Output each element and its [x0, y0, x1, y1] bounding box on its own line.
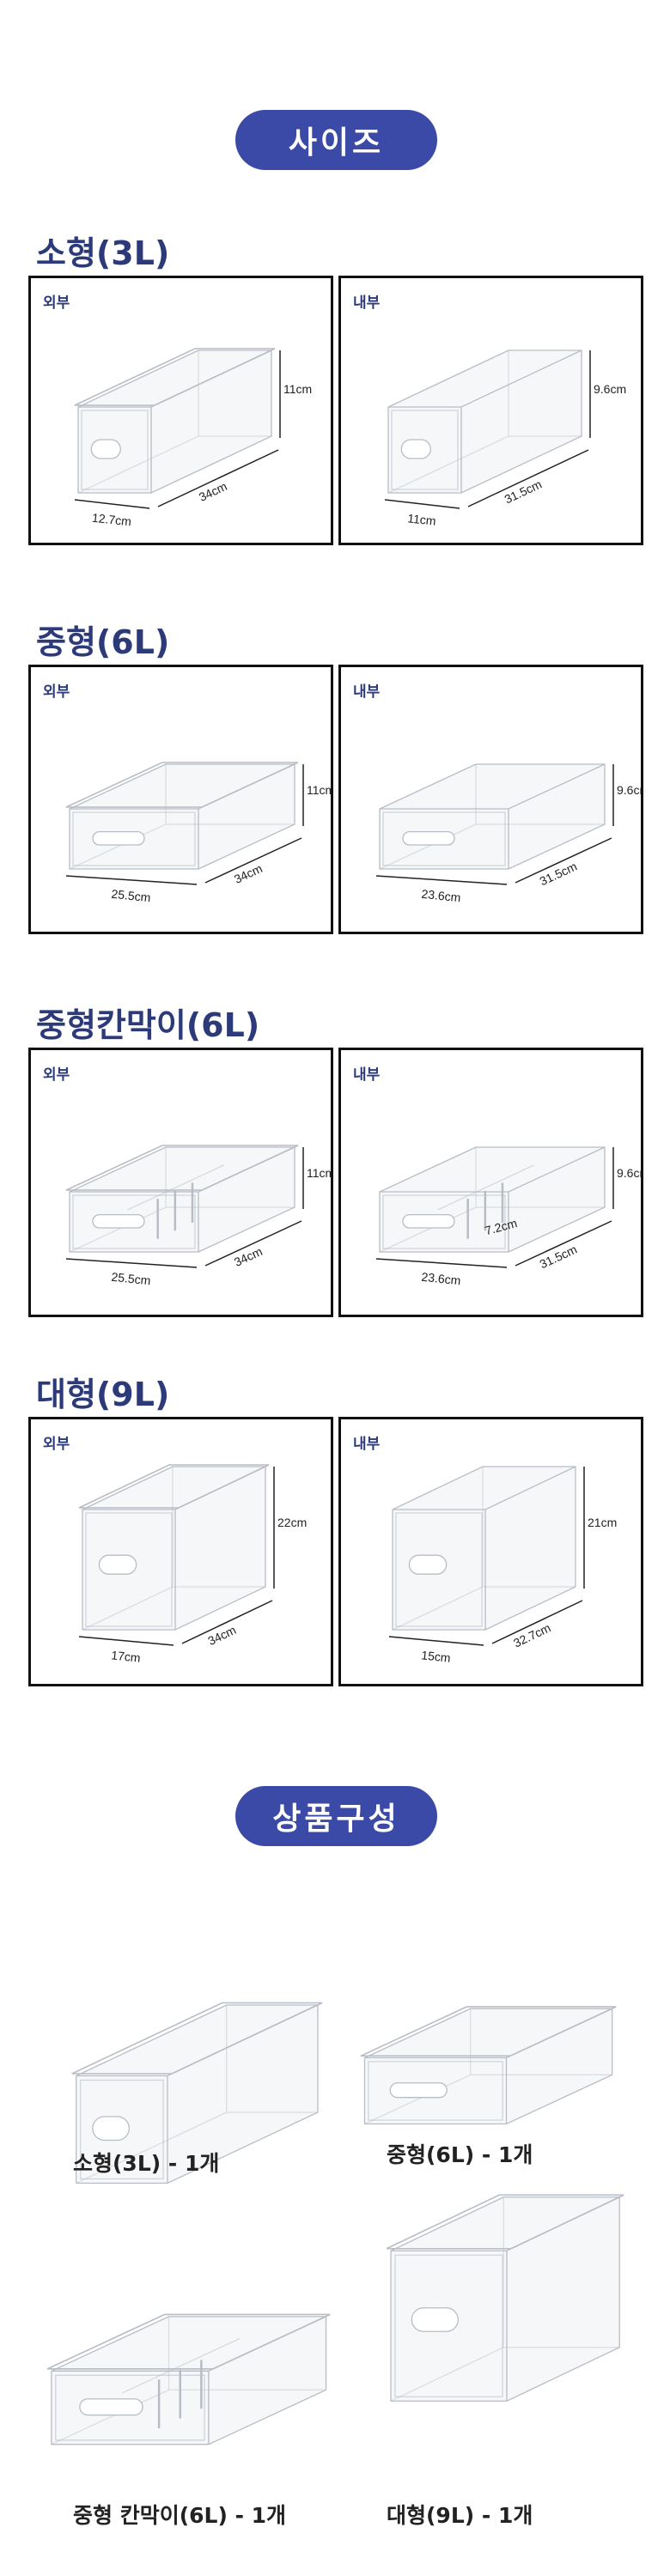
product-label: 중형 칸막이(6L) - 1개 — [73, 2503, 287, 2528]
outer-label: 외부 — [43, 683, 70, 701]
container-box-drawing — [71, 2002, 323, 2184]
height-dimension: 11cm — [283, 382, 312, 396]
depth-dimension: 34cm — [205, 1623, 238, 1648]
outer-label: 외부 — [43, 1436, 70, 1453]
width-dimension: 25.5cm — [111, 1270, 151, 1288]
width-dimension: 11cm — [407, 511, 437, 527]
width-dimension: 25.5cm — [111, 887, 151, 905]
product-image-small — [34, 1949, 344, 2236]
product-label: 소형(3L) - 1개 — [73, 2151, 220, 2176]
container-box-drawing — [386, 2194, 624, 2402]
inner-label: 내부 — [353, 1436, 381, 1453]
product-image-medium — [339, 1936, 649, 2223]
height-dimension: 11cm — [307, 1166, 331, 1180]
inner-label: 내부 — [353, 295, 381, 312]
size-group-title: 중형칸막이(6L) — [36, 1006, 260, 1044]
width-dimension: 17cm — [111, 1648, 142, 1664]
width-dimension: 15cm — [421, 1648, 452, 1664]
height-dimension: 9.6cm — [594, 382, 626, 396]
outer-dimension-panel: 외부 17cm 34cm 22cm — [28, 1417, 333, 1686]
size-group-title: 대형(9L) — [36, 1376, 170, 1413]
depth-dimension: 34cm — [232, 861, 265, 886]
dimension-lines — [74, 350, 281, 509]
product-label: 중형(6L) - 1개 — [387, 2142, 533, 2167]
container-box-drawing — [65, 1145, 299, 1253]
dimension-lines — [78, 1467, 275, 1646]
container-box-drawing — [46, 2313, 331, 2445]
width-dimension: 23.6cm — [421, 1270, 461, 1288]
outer-dimension-panel: 외부 25.5cm 34cm 11cm — [28, 1048, 333, 1317]
product-image-divider — [21, 2233, 331, 2519]
height-dimension: 11cm — [307, 783, 331, 797]
product-image-large — [344, 2172, 653, 2459]
container-box-drawing — [74, 348, 276, 494]
height-dimension: 9.6cm — [617, 783, 641, 797]
depth-dimension: 34cm — [197, 479, 229, 504]
size-badge: 사이즈 — [235, 110, 437, 170]
container-box-drawing — [360, 2006, 617, 2125]
container-box-drawing — [65, 762, 299, 870]
height-dimension: 9.6cm — [617, 1166, 641, 1180]
outer-label: 외부 — [43, 295, 70, 312]
dimension-lines — [375, 1147, 614, 1268]
size-group-title: 중형(6L) — [36, 623, 170, 661]
height-dimension: 22cm — [277, 1516, 307, 1529]
width-dimension: 12.7cm — [91, 511, 131, 529]
outer-dimension-panel: 외부 25.5cm 34cm 11cm — [28, 665, 333, 934]
inner-label: 내부 — [353, 1066, 381, 1084]
height-dimension: 21cm — [588, 1516, 617, 1529]
container-box-drawing — [379, 1146, 606, 1253]
inner-label: 내부 — [353, 683, 381, 701]
container-box-drawing — [78, 1464, 270, 1631]
outer-label: 외부 — [43, 1066, 70, 1084]
container-box-drawing — [387, 349, 582, 494]
composition-badge: 상품구성 — [235, 1786, 437, 1846]
dimension-lines — [384, 350, 591, 509]
width-dimension: 23.6cm — [421, 887, 461, 905]
depth-dimension: 34cm — [232, 1244, 265, 1269]
size-group-title: 소형(3L) — [36, 234, 170, 272]
container-box-drawing — [379, 763, 606, 870]
product-label: 대형(9L) - 1개 — [387, 2503, 533, 2528]
dimension-lines — [65, 1147, 304, 1268]
dimension-lines — [375, 764, 614, 885]
container-box-drawing — [392, 1466, 576, 1631]
outer-dimension-panel: 외부 12.7cm 34cm 11cm — [28, 276, 333, 545]
dimension-lines — [65, 764, 304, 885]
dimension-lines — [388, 1467, 585, 1646]
